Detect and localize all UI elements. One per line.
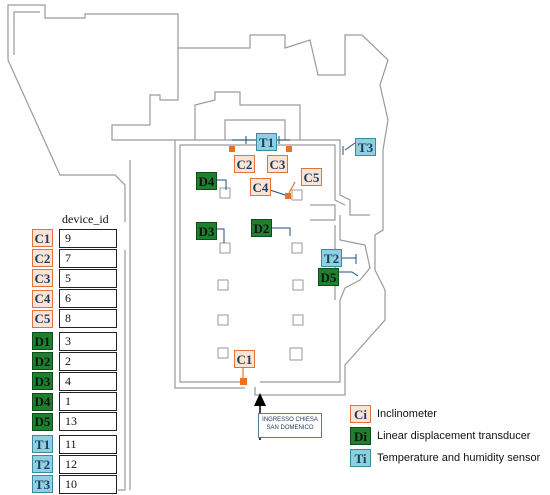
table-id-cell-c5: 8 xyxy=(59,309,117,329)
table-id-cell-t3: 10 xyxy=(59,474,117,494)
legend-symbol-di: Di xyxy=(350,427,371,445)
table-tag-c2: C2 xyxy=(32,249,53,268)
table-id-cell-c3: 5 xyxy=(59,268,117,288)
table-tag-c1: C1 xyxy=(32,229,53,247)
table-id-cell-d4: 1 xyxy=(59,392,117,412)
table-tag-t3: T3 xyxy=(32,475,53,494)
legend-label-ci: Inclinometer xyxy=(377,408,437,420)
table-id-cell-t2: 12 xyxy=(59,454,117,474)
entrance-line-2: SAN DOMENICO xyxy=(266,425,314,431)
plan-tag-c3: C3 xyxy=(267,155,288,173)
table-tag-d1: D1 xyxy=(32,332,53,350)
table-tag-t1: T1 xyxy=(32,435,53,453)
legend-symbol-ci: Ci xyxy=(350,405,371,423)
plan-tag-d3: D3 xyxy=(196,222,217,240)
legend-label-di: Linear displacement transducer xyxy=(377,430,531,442)
table-tag-d3: D3 xyxy=(32,372,53,391)
plan-tag-d2: D2 xyxy=(251,219,272,237)
legend-symbol-ti: Ti xyxy=(350,449,371,467)
plan-tag-c5: C5 xyxy=(301,168,322,186)
sensor-leaders xyxy=(216,136,359,277)
piers xyxy=(217,187,304,361)
entrance-line-1: INGRESSO CHIESA xyxy=(262,417,318,423)
table-tag-c3: C3 xyxy=(32,269,53,288)
plan-tag-t3: T3 xyxy=(355,138,376,156)
table-tag-d5: D5 xyxy=(32,412,53,431)
table-tag-c4: C4 xyxy=(32,289,53,308)
plan-tag-c2: C2 xyxy=(234,155,255,173)
plan-tag-d5: D5 xyxy=(318,268,339,286)
entrance-label: INGRESSO CHIESA SAN DOMENICO xyxy=(258,413,322,438)
inclinometer-markers xyxy=(229,146,292,385)
table-tag-t2: T2 xyxy=(32,455,53,474)
table-id-cell-c1: 9 xyxy=(59,228,117,248)
table-id-cell-d5: 13 xyxy=(59,412,117,432)
table-id-cell-c2: 7 xyxy=(59,248,117,268)
table-tag-c5: C5 xyxy=(32,309,53,328)
plan-tag-t1: T1 xyxy=(256,133,277,151)
plan-tag-c1: C1 xyxy=(234,350,255,368)
table-tag-d2: D2 xyxy=(32,352,53,371)
table-id-cell-d2: 2 xyxy=(59,351,117,371)
plan-tag-d4: D4 xyxy=(196,172,217,190)
plan-tag-c4: C4 xyxy=(250,178,271,196)
inclinometer-leaders xyxy=(242,181,296,380)
table-id-cell-c4: 6 xyxy=(59,289,117,309)
device-id-header: device_id xyxy=(62,212,109,226)
plan-tag-t2: T2 xyxy=(321,249,342,267)
table-id-cell-d1: 3 xyxy=(59,331,117,351)
table-tag-d4: D4 xyxy=(32,392,53,411)
legend-label-ti: Temperature and humidity sensor xyxy=(377,452,541,464)
table-id-cell-d3: 4 xyxy=(59,371,117,391)
table-id-cell-t1: 11 xyxy=(59,434,117,454)
